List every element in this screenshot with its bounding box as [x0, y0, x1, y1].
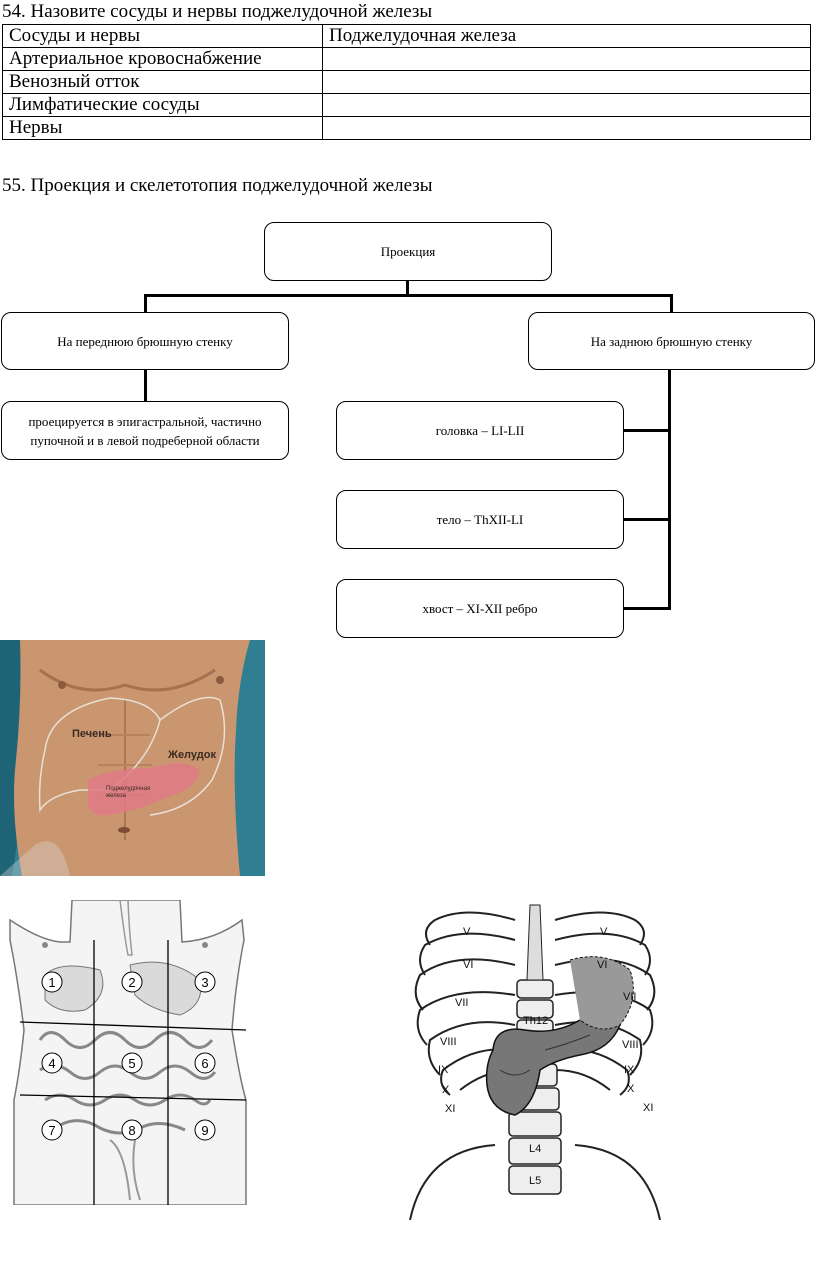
- rib-label-right: XI: [643, 1102, 653, 1114]
- region-number: 6: [201, 1056, 208, 1071]
- table-cell-answer[interactable]: [322, 116, 811, 140]
- rib-label-right: VII: [623, 991, 636, 1003]
- skeletotopy-illustration: V VI VII VIII IX X XI V VI VII VIII IX X…: [405, 900, 670, 1220]
- region-number: 2: [128, 975, 135, 990]
- rib-label-right: X: [627, 1083, 635, 1095]
- liver-label: Печень: [72, 728, 112, 740]
- table-header-cell: Сосуды и нервы: [2, 24, 323, 48]
- q55-title: 55. Проекция и скелетотопия поджелудочно…: [2, 175, 433, 196]
- pancreas-label-line2: железа: [106, 793, 127, 799]
- table-row: Венозный отток: [2, 70, 811, 94]
- diagram-head-box: головка – LI-LII: [336, 401, 624, 460]
- region-number: 4: [48, 1056, 55, 1071]
- connector: [623, 429, 671, 432]
- connector: [668, 369, 671, 610]
- region-number: 9: [201, 1123, 208, 1138]
- rib-label-left: X: [442, 1084, 450, 1096]
- diagram-right-box: На заднюю брюшную стенку: [528, 312, 815, 370]
- region-number: 7: [48, 1123, 55, 1138]
- torso-projection-photo: Печень Желудок Поджелудочная железа: [0, 640, 265, 876]
- rib-label-right: VI: [597, 959, 607, 971]
- vertebra-label: Th12: [523, 1015, 548, 1027]
- region-number: 1: [48, 975, 55, 990]
- rib-label-left: VIII: [440, 1036, 457, 1048]
- abdominal-regions-illustration: 1 2 3 4 5 6 7 8 9: [0, 900, 250, 1205]
- table-header-row: Сосуды и нервы Поджелудочная железа: [2, 24, 811, 48]
- q54-title: 54. Назовите сосуды и нервы поджелудочно…: [2, 1, 433, 22]
- diagram-left-box: На переднюю брюшную стенку: [1, 312, 289, 370]
- table-cell-answer[interactable]: [322, 70, 811, 94]
- rib-label-left: VI: [463, 959, 473, 971]
- region-number: 5: [128, 1056, 135, 1071]
- vertebra-label: L5: [529, 1175, 541, 1187]
- connector: [144, 294, 147, 313]
- table-row: Лимфатические сосуды: [2, 93, 811, 117]
- table-cell: Венозный отток: [2, 70, 323, 94]
- region-number: 3: [201, 975, 208, 990]
- diagram-tail-box: хвост – XI-XII ребро: [336, 579, 624, 638]
- stomach-label: Желудок: [167, 749, 216, 761]
- connector: [623, 607, 671, 610]
- vertebra-label: L4: [529, 1143, 541, 1155]
- diagram-left-child-box: проецируется в эпигастральной, частично …: [1, 401, 289, 460]
- rib-label-left: IX: [438, 1064, 449, 1076]
- rib-label-left: V: [463, 926, 471, 938]
- table-cell: Нервы: [2, 116, 323, 140]
- diagram-body-box: тело – ThXII-LI: [336, 490, 624, 549]
- table-cell: Лимфатические сосуды: [2, 93, 323, 117]
- region-markers: [41, 971, 216, 1141]
- connector: [144, 369, 147, 402]
- connector: [670, 294, 673, 313]
- table-cell-answer[interactable]: [322, 93, 811, 117]
- table-row: Нервы: [2, 116, 811, 140]
- rib-label-left: VII: [455, 997, 468, 1009]
- rib-label-right: V: [600, 926, 608, 938]
- connector: [406, 280, 409, 297]
- table-header-cell: Поджелудочная железа: [322, 24, 811, 48]
- table-row: Артериальное кровоснабжение: [2, 47, 811, 71]
- table-cell-answer[interactable]: [322, 47, 811, 71]
- vessels-nerves-table: Сосуды и нервы Поджелудочная железа Арте…: [2, 24, 811, 140]
- table-cell: Артериальное кровоснабжение: [2, 47, 323, 71]
- diagram-root-box: Проекция: [264, 222, 552, 281]
- connector: [623, 518, 671, 521]
- pancreas-label-line1: Поджелудочная: [106, 786, 150, 792]
- rib-label-left: XI: [445, 1103, 455, 1115]
- rib-label-right: VIII: [622, 1039, 639, 1051]
- connector: [144, 294, 673, 297]
- rib-label-right: IX: [624, 1064, 635, 1076]
- region-number: 8: [128, 1123, 135, 1138]
